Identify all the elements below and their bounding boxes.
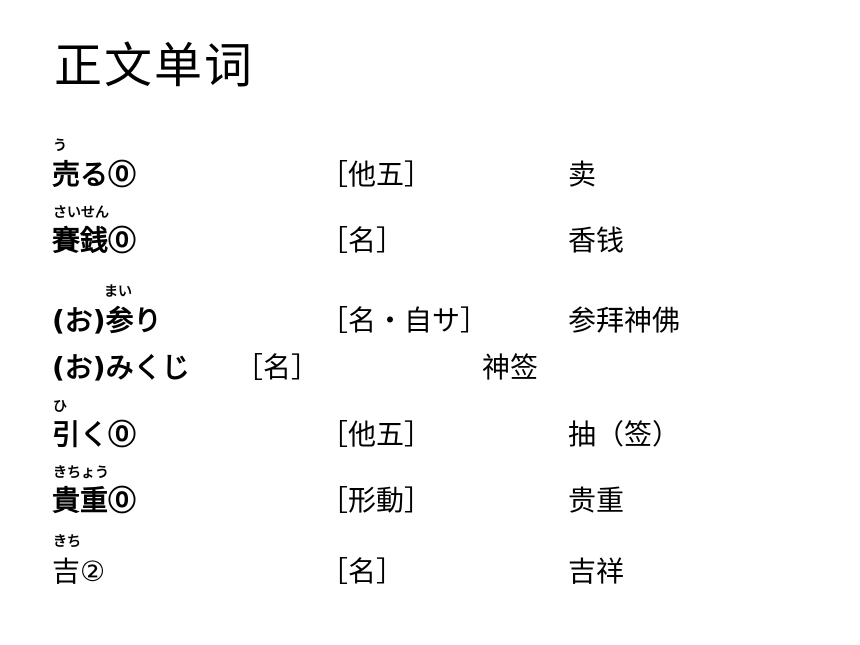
part-of-speech: ［名］ bbox=[320, 224, 405, 257]
word-meaning: 参拜神佛 bbox=[568, 304, 681, 337]
word-meaning: 卖 bbox=[568, 158, 597, 191]
vocab-word: 賽銭⓪ bbox=[52, 224, 137, 257]
part-of-speech: ［他五］ bbox=[320, 158, 433, 191]
part-of-speech: ［他五］ bbox=[320, 418, 433, 451]
word-reading: きちょう bbox=[53, 465, 109, 481]
word-reading: ひ bbox=[53, 399, 67, 415]
word-meaning: 抽（签） bbox=[568, 418, 681, 451]
word-meaning: 贵重 bbox=[568, 484, 625, 517]
vocab-word: 吉② bbox=[52, 555, 106, 588]
word-meaning: 吉祥 bbox=[568, 555, 625, 588]
part-of-speech: ［名］ bbox=[320, 555, 405, 588]
vocab-word: (お)参り bbox=[52, 304, 162, 337]
word-meaning: 香钱 bbox=[568, 224, 625, 257]
vocab-word: 引く⓪ bbox=[52, 418, 137, 451]
word-reading: う bbox=[53, 138, 67, 154]
vocab-word: 貴重⓪ bbox=[52, 484, 137, 517]
word-meaning: 神签 bbox=[482, 351, 539, 384]
word-reading: きち bbox=[53, 534, 81, 550]
part-of-speech: ［名・自サ］ bbox=[320, 304, 489, 337]
vocab-word: 売る⓪ bbox=[52, 158, 137, 191]
part-of-speech: ［名］ bbox=[235, 351, 320, 384]
part-of-speech: ［形動］ bbox=[320, 484, 433, 517]
page-title: 正文单词 bbox=[54, 38, 255, 94]
word-reading: まい bbox=[104, 284, 132, 300]
vocab-word: (お)みくじ bbox=[52, 351, 190, 384]
word-reading: さいせん bbox=[53, 205, 109, 221]
